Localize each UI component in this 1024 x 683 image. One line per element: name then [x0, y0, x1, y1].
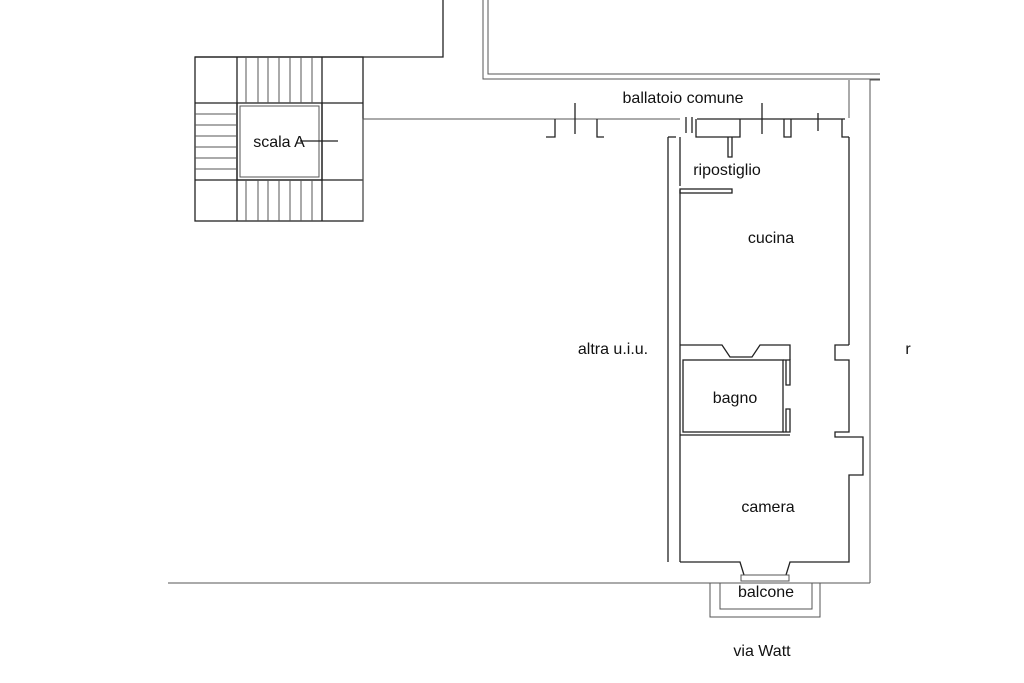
staircase: scala A — [194, 56, 364, 222]
label-street: via Watt — [733, 643, 791, 660]
label-bagno: bagno — [713, 390, 758, 407]
label-balcone: balcone — [738, 584, 794, 601]
label-scala: scala A — [253, 134, 305, 151]
neighbor-building-walls — [168, 0, 880, 584]
label-cucina: cucina — [748, 230, 794, 247]
ballatoio-walls — [362, 103, 849, 221]
label-edge-fragment: r — [905, 341, 911, 358]
apartment-walls — [667, 137, 864, 618]
label-ballatoio: ballatoio comune — [623, 90, 744, 107]
label-altra-uiu: altra u.i.u. — [578, 341, 648, 358]
label-camera: camera — [741, 499, 794, 516]
label-ripostiglio: ripostiglio — [693, 162, 761, 179]
